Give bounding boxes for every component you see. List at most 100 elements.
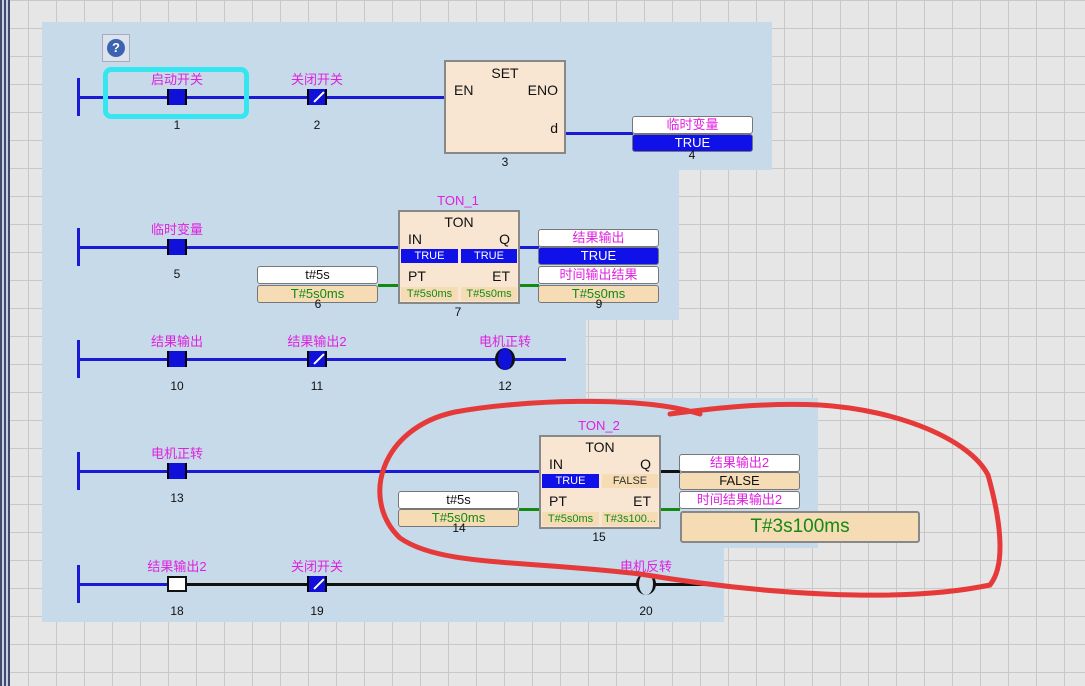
contact-no[interactable]: [167, 576, 187, 592]
contact-label: 结果输出2: [287, 334, 347, 349]
wire: [80, 583, 168, 586]
element-number: 14: [452, 521, 466, 535]
output-variable-name[interactable]: 时间输出结果: [538, 266, 659, 284]
wire: [565, 132, 633, 135]
power-rail: [77, 565, 80, 603]
pin-q-value: TRUE: [461, 249, 517, 263]
pin-en: EN: [454, 82, 474, 98]
output-variable-name[interactable]: 结果输出: [538, 229, 659, 247]
element-number: 2: [313, 118, 321, 132]
pin-q: Q: [499, 231, 510, 247]
monitor-value-tooltip: T#3s100ms: [680, 511, 920, 543]
output-variable-name[interactable]: 临时变量: [632, 116, 753, 134]
output-variable-value: FALSE: [679, 472, 800, 490]
element-number: 12: [498, 379, 512, 393]
pin-pt: PT: [549, 493, 567, 509]
power-rail: [77, 228, 80, 266]
element-number: 7: [454, 305, 462, 319]
pin-eno: ENO: [527, 82, 558, 98]
output-variable-value: TRUE: [538, 247, 659, 265]
pt-input-monitor: T#5s0ms: [257, 285, 378, 303]
instance-name: TON_1: [437, 193, 479, 208]
coil-label: 电机反转: [619, 559, 673, 574]
pt-input-monitor: T#5s0ms: [398, 509, 519, 527]
element-number: 4: [688, 148, 696, 162]
contact-nc[interactable]: [307, 351, 327, 367]
block-title: TON: [585, 439, 615, 455]
pt-input-literal[interactable]: t#5s: [257, 266, 378, 284]
output-variable-name[interactable]: 结果输出2: [679, 454, 800, 472]
contact-nc[interactable]: [307, 576, 327, 592]
ton-function-block[interactable]: TON IN Q PT ET TRUE TRUE T#5s0ms T#5s0ms: [398, 210, 520, 304]
instance-name: TON_2: [578, 418, 620, 433]
element-number: 9: [595, 297, 603, 311]
element-number: 5: [173, 267, 181, 281]
coil[interactable]: [495, 348, 515, 370]
pin-pt-value: T#5s0ms: [401, 287, 458, 301]
selection-highlight: [103, 67, 249, 119]
contact-label: 结果输出: [150, 334, 204, 349]
coil-label: 电机正转: [478, 334, 532, 349]
element-number: 11: [310, 379, 324, 393]
contact-no[interactable]: [167, 351, 187, 367]
wire: [519, 246, 539, 249]
wire: [80, 96, 446, 99]
contact-label: 启动开关: [150, 72, 204, 87]
element-number: 18: [170, 604, 184, 618]
pin-in-value: TRUE: [542, 474, 599, 488]
pin-et-value: T#5s0ms: [461, 287, 517, 301]
wire: [80, 470, 539, 473]
element-number: 1: [173, 118, 181, 132]
set-function-block[interactable]: SET EN ENO d: [444, 60, 566, 154]
help-icon[interactable]: ?: [102, 34, 130, 62]
pin-pt-value: T#5s0ms: [542, 512, 599, 526]
pin-in-value: TRUE: [401, 249, 458, 263]
wire: [659, 508, 680, 511]
wire: [378, 284, 398, 287]
contact-label: 关闭开关: [290, 72, 344, 87]
pin-in: IN: [408, 231, 422, 247]
wire: [327, 583, 707, 586]
contact-label: 关闭开关: [290, 559, 344, 574]
wire: [659, 470, 680, 473]
contact-nc[interactable]: [307, 89, 327, 105]
coil[interactable]: [636, 573, 656, 595]
output-variable-value: T#5s0ms: [538, 285, 659, 303]
pin-pt: PT: [408, 268, 426, 284]
pin-d: d: [550, 120, 558, 136]
contact-no[interactable]: [167, 463, 187, 479]
element-number: 10: [170, 379, 184, 393]
pt-input-literal[interactable]: t#5s: [398, 491, 519, 509]
contact-label: 电机正转: [150, 446, 204, 461]
pin-in: IN: [549, 456, 563, 472]
pin-q: Q: [640, 456, 651, 472]
power-rail: [77, 452, 80, 490]
pin-et: ET: [633, 493, 651, 509]
contact-no[interactable]: [167, 239, 187, 255]
block-title: SET: [491, 65, 519, 81]
element-number: 13: [170, 491, 184, 505]
wire: [519, 284, 539, 287]
power-rail: [77, 340, 80, 378]
contact-no[interactable]: [167, 89, 187, 105]
pin-q-value: FALSE: [602, 474, 658, 488]
left-scroll-strip: [0, 0, 10, 686]
element-number: 20: [639, 604, 653, 618]
output-variable-value: TRUE: [632, 134, 753, 152]
contact-label: 临时变量: [150, 222, 204, 237]
wire: [80, 246, 398, 249]
element-number: 15: [592, 530, 606, 544]
power-rail: [77, 78, 80, 116]
contact-label: 结果输出2: [147, 559, 207, 574]
element-number: 3: [501, 155, 509, 169]
block-title: TON: [444, 214, 474, 230]
element-number: 6: [314, 297, 322, 311]
output-variable-name[interactable]: 时间结果输出2: [679, 491, 800, 509]
element-number: 19: [310, 604, 324, 618]
ton-function-block[interactable]: TON IN Q PT ET TRUE FALSE T#5s0ms T#3s10…: [539, 435, 661, 529]
wire: [519, 508, 539, 511]
pin-et: ET: [492, 268, 510, 284]
wire: [187, 583, 307, 586]
pin-et-value: T#3s100...: [602, 512, 658, 526]
